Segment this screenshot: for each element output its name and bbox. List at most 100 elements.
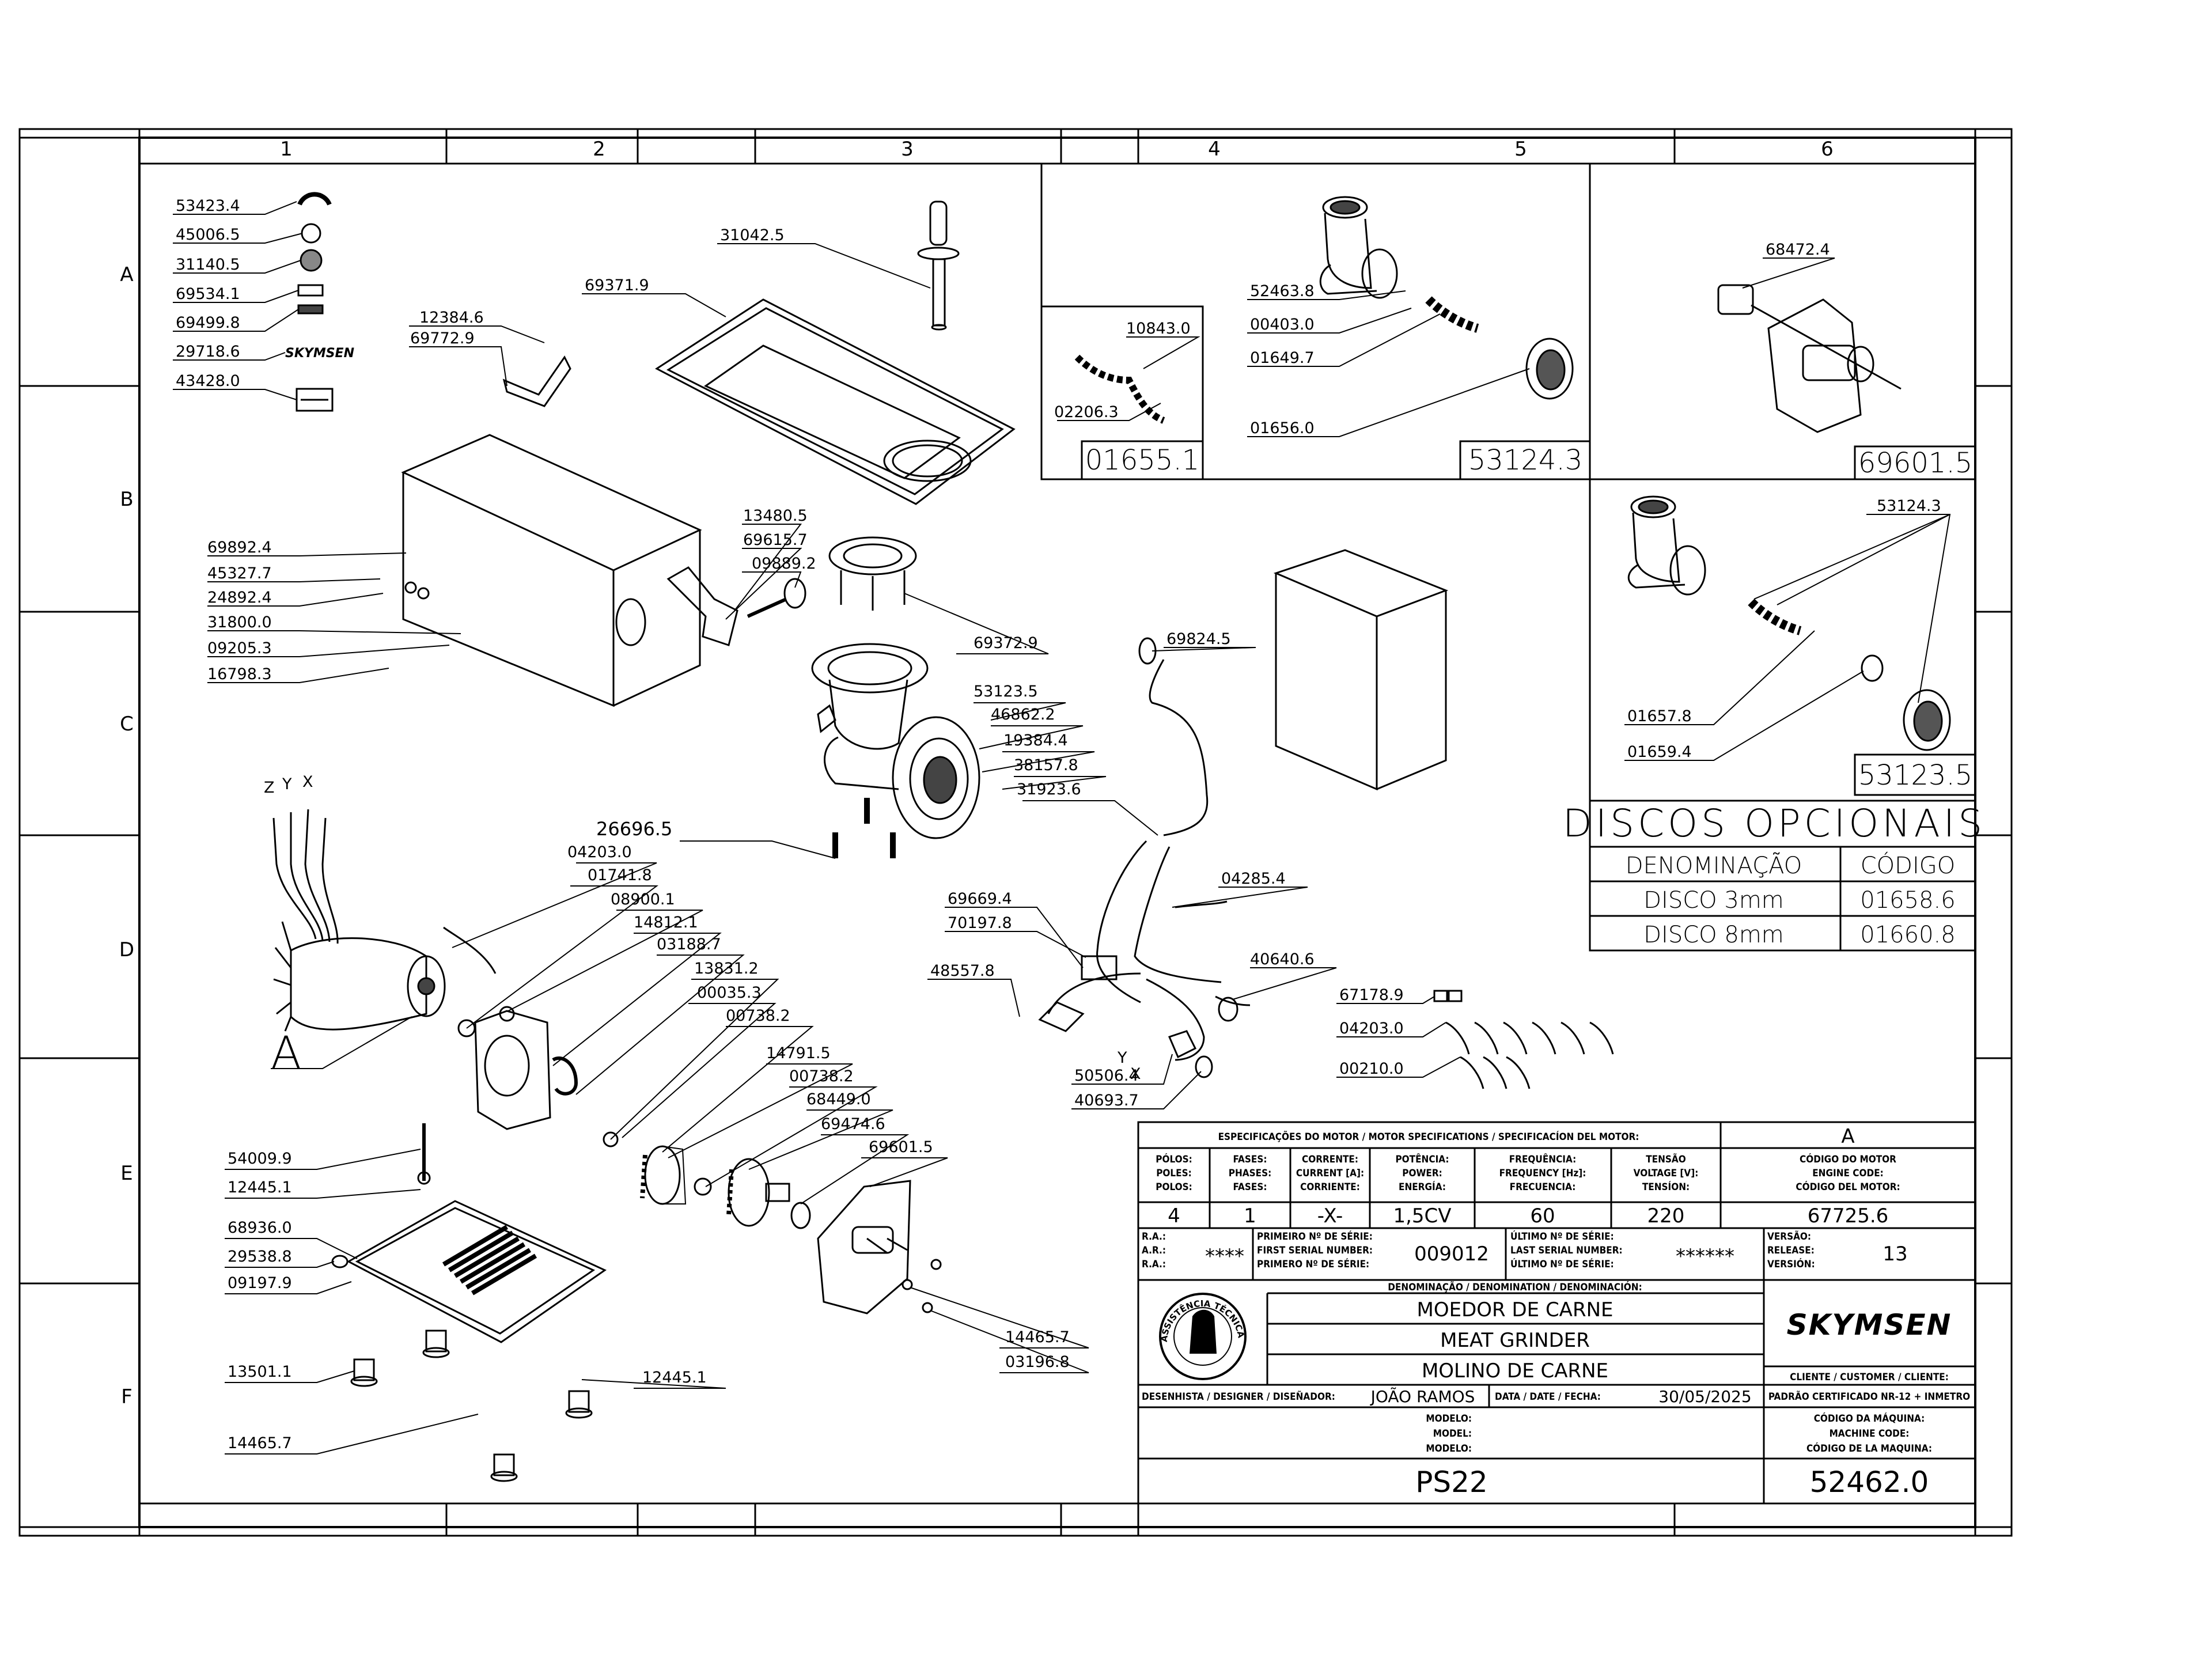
current-value: -X- xyxy=(1317,1205,1343,1228)
part-callout: 53123.5 xyxy=(974,683,1038,700)
optional-discs-title: DISCOS OPCIONAIS xyxy=(1563,801,1986,846)
part-callout: 02206.3 xyxy=(1054,403,1119,421)
optional-disc-name: DISCO 3mm xyxy=(1643,887,1784,914)
motor-spec-header: ESPECIFICAÇÕES DO MOTOR / MOTOR SPECIFIC… xyxy=(1218,1130,1639,1143)
detail-a-label: A xyxy=(271,1028,301,1080)
voltage-label: VOLTAGE [V]: xyxy=(1634,1168,1699,1179)
part-callout: 00403.0 xyxy=(1250,316,1315,334)
optional-discs-header-name: DENOMINAÇÃO xyxy=(1626,851,1802,879)
part-callout: 09205.3 xyxy=(207,639,272,657)
designer-label: DESENHISTA / DESIGNER / DISEÑADOR: xyxy=(1142,1389,1335,1403)
engine-code-label: CÓDIGO DO MOTOR xyxy=(1800,1153,1896,1165)
part-callout: 40640.6 xyxy=(1250,950,1315,968)
part-callout: 13501.1 xyxy=(228,1363,292,1381)
standard-label: PADRÃO CERTIFICADO NR-12 + INMETRO xyxy=(1768,1389,1970,1403)
product-name-es: MOLINO DE CARNE xyxy=(1422,1359,1608,1382)
rubber-feet xyxy=(350,1330,593,1482)
poles-label: POLOS: xyxy=(1156,1181,1192,1193)
phases-label: FASES: xyxy=(1233,1154,1267,1165)
brand-logo: SKYMSEN xyxy=(1787,1308,1952,1342)
current-label: CURRENT [A]: xyxy=(1296,1168,1364,1179)
last-serial-label: ÚLTIMO Nº DE SÉRIE: xyxy=(1510,1257,1614,1270)
part-callout: 53124.3 xyxy=(1877,497,1941,515)
part-callout: 04285.4 xyxy=(1221,870,1286,888)
part-callout: 01657.8 xyxy=(1627,707,1692,725)
part-callout: 68449.0 xyxy=(806,1090,871,1108)
grid-row-labels: A B C D E F xyxy=(119,263,134,1408)
part-callout: 31923.6 xyxy=(1017,781,1081,798)
last-serial-value: ****** xyxy=(1676,1245,1734,1268)
poles-label: POLES: xyxy=(1156,1168,1192,1179)
part-callout: 12445.1 xyxy=(642,1369,707,1387)
col-label: 2 xyxy=(593,138,605,161)
part-callouts: 53423.4 45006.5 31140.5 69534.1 69499.8 … xyxy=(176,197,1941,1452)
row-label: A xyxy=(120,263,133,286)
poles-value: 4 xyxy=(1168,1205,1180,1228)
model-label: MODELO: xyxy=(1426,1443,1472,1455)
col-label: 5 xyxy=(1514,138,1527,161)
axis-label-x-harness: X xyxy=(1130,1065,1141,1083)
part-callout: 00035.3 xyxy=(697,984,762,1002)
col-label: 4 xyxy=(1208,138,1221,161)
sub-assembly-code-53124-3: 53124.3 xyxy=(1468,444,1583,476)
part-callout: 68936.0 xyxy=(228,1219,292,1237)
part-callout: 16798.3 xyxy=(207,665,272,683)
ra-label: R.A.: xyxy=(1142,1259,1166,1270)
part-callout: 31042.5 xyxy=(720,226,785,244)
part-callout: 00738.2 xyxy=(726,1007,790,1025)
axis-label-z: Z xyxy=(264,779,275,797)
part-callout: 14791.5 xyxy=(766,1044,831,1062)
brand-sticker-label: SKYMSEN xyxy=(285,346,354,361)
part-callout: 43428.0 xyxy=(176,372,240,390)
grid-column-labels: 1 2 3 4 5 6 xyxy=(280,138,1834,161)
axis-label-y: Y xyxy=(282,775,292,793)
model-label: MODELO: xyxy=(1426,1413,1472,1425)
row-label: C xyxy=(120,713,134,736)
frequency-value: 60 xyxy=(1530,1205,1555,1228)
voltage-value: 220 xyxy=(1647,1205,1685,1228)
voltage-label: TENSÍON: xyxy=(1642,1180,1690,1193)
part-callout: 12445.1 xyxy=(228,1179,292,1196)
engine-code-label: CÓDIGO DEL MOTOR: xyxy=(1796,1180,1900,1193)
product-name-en: MEAT GRINDER xyxy=(1440,1329,1590,1352)
part-callout: 31140.5 xyxy=(176,256,240,274)
power-value: 1,5CV xyxy=(1393,1205,1451,1228)
last-serial-label: LAST SERIAL NUMBER: xyxy=(1510,1245,1623,1256)
machine-code-label: MACHINE CODE: xyxy=(1830,1428,1910,1440)
part-callout: 03188.7 xyxy=(657,935,721,953)
phases-label: PHASES: xyxy=(1229,1168,1271,1179)
part-callout: 48557.8 xyxy=(930,962,995,980)
part-callout: 26696.5 xyxy=(596,818,672,840)
row-label: D xyxy=(119,938,134,961)
ra-label: R.A.: xyxy=(1142,1231,1166,1243)
part-callout: 53423.4 xyxy=(176,197,240,215)
last-serial-label: ÚLTIMO Nº DE SÉRIE: xyxy=(1510,1230,1614,1243)
part-callout: 69892.4 xyxy=(207,539,272,556)
optional-disc-code: 01660.8 xyxy=(1860,922,1955,948)
part-callout: 13831.2 xyxy=(694,960,759,978)
customer-label: CLIENTE / CUSTOMER / CLIENTE: xyxy=(1790,1372,1949,1383)
part-callout: 01656.0 xyxy=(1250,419,1315,437)
part-callout: 14812.1 xyxy=(634,914,698,931)
power-label: POTÊNCIA: xyxy=(1395,1153,1449,1165)
current-label: CORRENTE: xyxy=(1302,1154,1358,1165)
part-callout: 69772.9 xyxy=(410,329,475,347)
part-callout: 69372.9 xyxy=(974,634,1038,652)
part-callout: 29538.8 xyxy=(228,1248,292,1266)
row-label: F xyxy=(121,1385,132,1408)
sub-assembly-code-53123-5: 53123.5 xyxy=(1858,759,1973,791)
part-callout: 69474.6 xyxy=(821,1115,885,1133)
machine-code-label: CÓDIGO DA MÁQUINA: xyxy=(1814,1412,1925,1425)
part-callout: 52463.8 xyxy=(1250,282,1315,300)
title-block: ESPECIFICAÇÕES DO MOTOR / MOTOR SPECIFIC… xyxy=(0,0,1976,1505)
part-drawings: SKYMSEN xyxy=(272,192,1951,1482)
part-callout: 67178.9 xyxy=(1339,986,1404,1004)
ra-value: **** xyxy=(1205,1245,1244,1268)
sub-assembly-frames xyxy=(1040,162,1976,802)
ra-label: A.R.: xyxy=(1142,1245,1166,1256)
version-label: VERSÃO: xyxy=(1767,1229,1811,1243)
part-callout: 40693.7 xyxy=(1074,1092,1139,1109)
part-callout: 69669.4 xyxy=(948,890,1012,908)
machine-code-value: 52462.0 xyxy=(1810,1465,1929,1499)
